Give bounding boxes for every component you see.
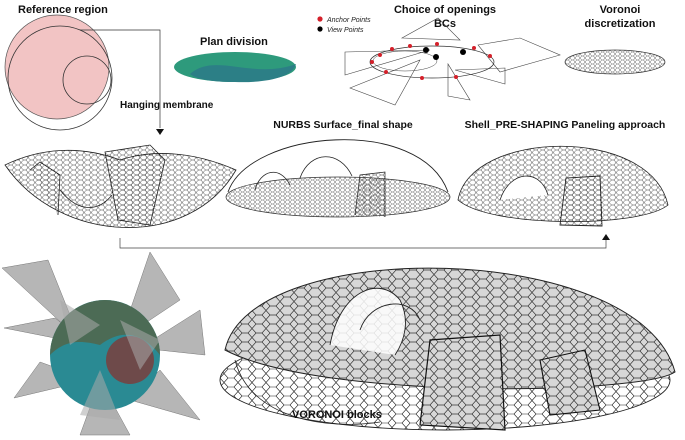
anchor-point-legend-icon xyxy=(317,16,323,22)
reference-region-label: Reference region xyxy=(18,4,108,16)
voronoi-blocks-label: VORONOI blocks xyxy=(292,409,382,421)
reference-region-disc xyxy=(4,14,110,120)
plan-division-panel: Plan division xyxy=(174,36,296,83)
nurbs-dome-outline xyxy=(227,139,449,193)
view-points-legend: View Points xyxy=(327,27,364,34)
arrowhead-icon xyxy=(156,129,164,135)
nurbs-strip xyxy=(354,171,386,217)
view-point-legend-icon xyxy=(317,26,323,32)
plan-division-label: Plan division xyxy=(200,36,268,48)
preshaping-strip xyxy=(559,175,603,227)
voronoi-label-line1: Voronoi xyxy=(600,4,641,16)
preshaping-dome xyxy=(457,146,669,223)
hanging-membrane-shape xyxy=(4,144,237,228)
preshaping-opening xyxy=(499,175,549,201)
preshaping-label: Shell_PRE-SHAPING Paneling approach xyxy=(465,119,666,131)
voronoi-strip xyxy=(419,334,506,431)
anchor-points xyxy=(370,42,492,80)
voronoi-label-line2: discretization xyxy=(585,18,656,30)
outer-region-outline xyxy=(7,25,113,131)
voronoi-discretized-plan xyxy=(564,49,666,75)
anchor-points-legend: Anchor Points xyxy=(326,17,371,24)
openings-label-line2: BCs xyxy=(434,18,456,30)
openings-panel: Choice of openings BCs Anchor Points Vie… xyxy=(317,4,561,106)
opening-inner-ellipse xyxy=(372,50,438,72)
preshaping-panel: Shell_PRE-SHAPING Paneling approach xyxy=(457,119,669,227)
wedges-circle-panel xyxy=(1,251,206,436)
feedback-connector xyxy=(119,238,607,249)
voronoi-blocks-panel: VORONOI blocks xyxy=(219,267,676,431)
hanging-membrane-label: Hanging membrane xyxy=(120,100,214,111)
connector-line xyxy=(80,29,161,128)
nurbs-opening-arch xyxy=(299,156,353,179)
openings-label-line1: Choice of openings xyxy=(394,4,496,16)
inner-lobe-circle xyxy=(62,55,112,105)
arrowhead-icon xyxy=(602,234,610,240)
voronoi-discretization-panel: Voronoi discretization xyxy=(564,4,666,75)
plan-division-teal-region xyxy=(190,64,296,83)
wedge-shapes xyxy=(1,251,206,436)
voronoi-strip xyxy=(539,349,601,416)
nurbs-opening-arch xyxy=(254,172,291,191)
opening-wedges xyxy=(344,17,561,106)
nurbs-base-plan xyxy=(225,176,451,218)
wedge-overlays xyxy=(60,300,160,420)
voronoi-opening-arch xyxy=(359,303,421,331)
voronoi-edge xyxy=(234,359,381,425)
nurbs-surface-panel: NURBS Surface_final shape xyxy=(225,119,451,218)
view-points xyxy=(423,47,466,60)
reference-region-panel: Reference region Hanging membrane xyxy=(4,4,214,135)
nurbs-label: NURBS Surface_final shape xyxy=(273,119,413,131)
